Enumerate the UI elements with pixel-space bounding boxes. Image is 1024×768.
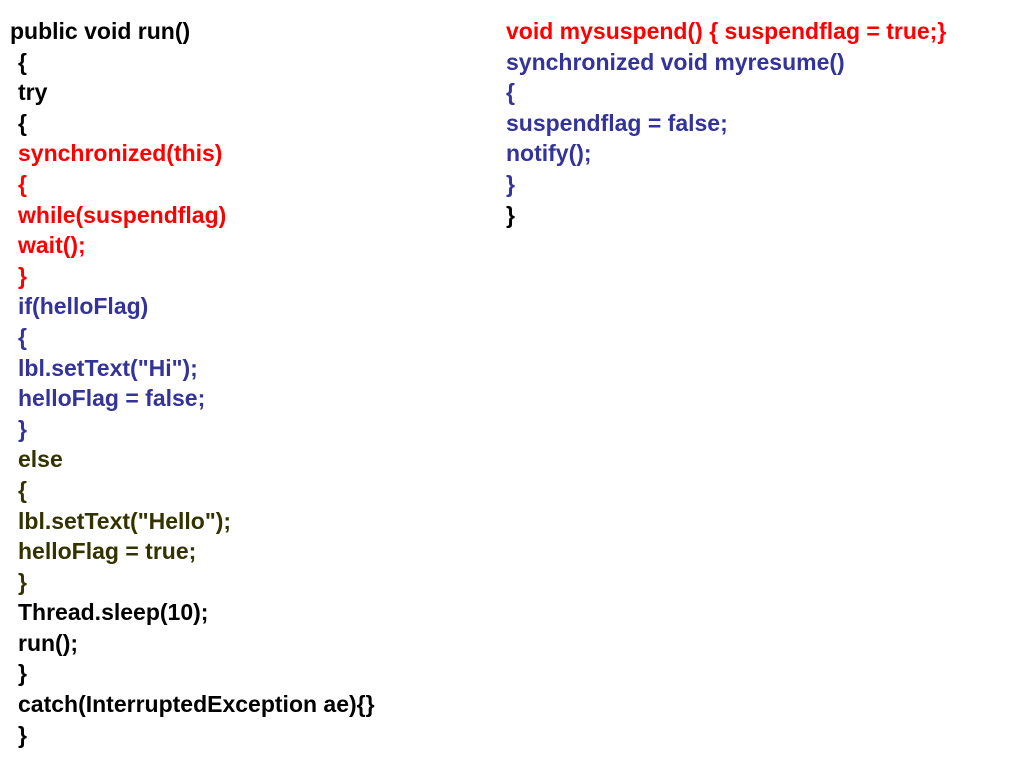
code-line: catch(InterruptedException ae){}: [18, 691, 375, 718]
code-line: {: [18, 170, 27, 197]
code-line: }: [18, 262, 27, 289]
code-line: synchronized void myresume(): [506, 48, 845, 75]
code-line: run();: [18, 629, 79, 656]
suspend-resume-code-block: void mysuspend() { suspendflag = true;} s…: [506, 16, 946, 230]
code-line: }: [506, 201, 515, 228]
code-line: wait();: [18, 232, 86, 259]
code-line: }: [506, 170, 515, 197]
code-line: {: [18, 476, 27, 503]
code-line: {: [18, 323, 27, 350]
code-line: suspendflag = false;: [506, 109, 728, 136]
code-line: helloFlag = true;: [18, 538, 197, 565]
code-line: }: [18, 721, 27, 748]
code-line: public void run(): [10, 18, 191, 44]
code-line: lbl.setText("Hello");: [18, 507, 232, 534]
code-line: }: [18, 568, 27, 595]
code-line: if(helloFlag): [18, 293, 149, 320]
code-line: }: [18, 660, 27, 687]
code-line: Thread.sleep(10);: [18, 599, 209, 626]
code-line: }: [18, 415, 27, 442]
code-line: void mysuspend() { suspendflag = true;}: [506, 18, 947, 44]
code-line: while(suspendflag): [18, 201, 227, 228]
code-line: notify();: [506, 140, 592, 167]
code-line: {: [18, 48, 27, 75]
code-line: {: [506, 79, 515, 106]
code-line: lbl.setText("Hi");: [18, 354, 198, 381]
code-line: synchronized(this): [18, 140, 223, 167]
code-line: try: [18, 79, 48, 106]
code-line: {: [18, 109, 27, 136]
run-method-code-block: public void run() { try { synchronized(this)…: [10, 16, 375, 750]
code-line: else: [18, 446, 63, 473]
code-line: helloFlag = false;: [18, 385, 206, 412]
